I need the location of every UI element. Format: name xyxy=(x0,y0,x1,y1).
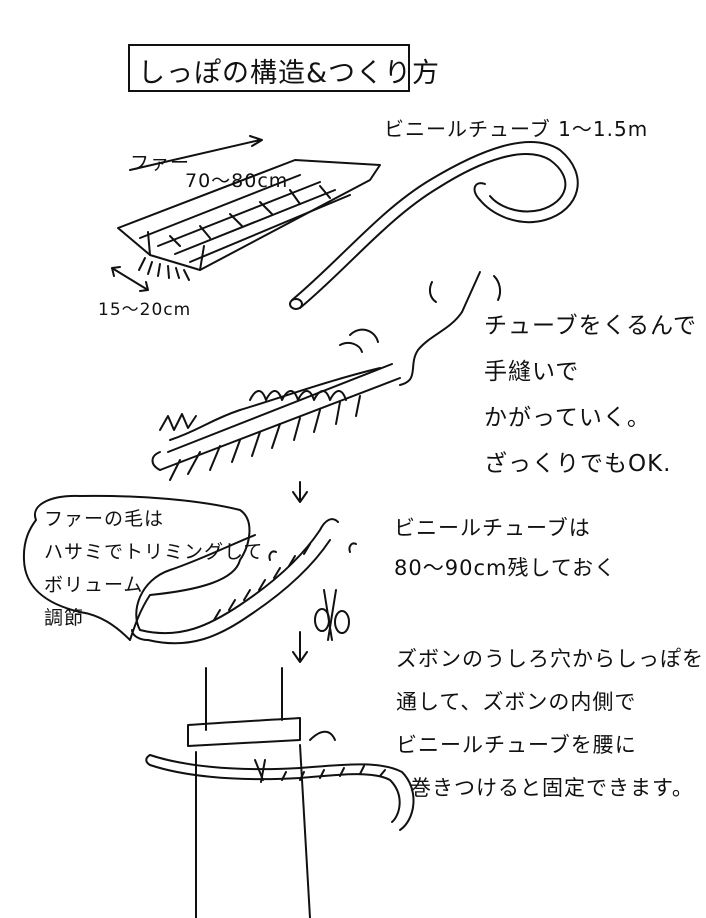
note2-line: ビニールチューブは xyxy=(394,516,591,540)
step1-line: 手縫いで xyxy=(484,359,580,385)
bubble-line: 調節 xyxy=(44,607,85,629)
speech-bubble-text: ファーの毛は ハサミでトリミングして ボリューム 調節 xyxy=(44,503,263,635)
tube-leftover-note: ビニールチューブは 80〜90cm残しておく xyxy=(394,508,616,588)
fur-label: ファー xyxy=(130,152,191,174)
tail-sewing-drawing xyxy=(151,328,401,481)
note2-line: 80〜90cm残しておく xyxy=(394,556,617,580)
step1-line: チューブをくるんで xyxy=(484,313,698,339)
fur-width-label: 15〜20cm xyxy=(98,300,192,320)
down-arrow-icon xyxy=(292,631,308,663)
title-frame xyxy=(128,44,410,92)
fur-length-label: 70〜80cm xyxy=(185,170,289,192)
step3-line: 巻きつけると固定できます。 xyxy=(410,776,694,800)
step3-line: 通して、ズボンの内側で xyxy=(396,690,637,714)
speech-bubble-outline xyxy=(22,494,251,641)
vinyl-tube-drawing xyxy=(289,141,579,310)
tube-label: ビニールチューブ 1〜1.5m xyxy=(384,117,649,141)
pants-with-tail-drawing xyxy=(145,667,415,918)
step3-line: ビニールチューブを腰に xyxy=(396,733,637,757)
step3-instructions: ズボンのうしろ穴からしっぽを 通して、ズボンの内側で ビニールチューブを腰に 巻… xyxy=(396,638,704,810)
bubble-line: ファーの毛は xyxy=(44,508,165,530)
step1-line: かがっていく。 xyxy=(484,405,651,431)
bubble-line: ハサミでトリミングして xyxy=(44,541,264,563)
fur-strip-drawing xyxy=(111,135,381,292)
page-title: しっぽの構造&つくり方 xyxy=(138,58,441,89)
step1-line: ざっくりでもOK. xyxy=(484,451,672,477)
scissors-icon xyxy=(314,589,350,641)
down-arrow-icon xyxy=(292,481,308,503)
step1-instructions: チューブをくるんで 手縫いで かがっていく。 ざっくりでもOK. xyxy=(484,303,697,487)
needle-drawing xyxy=(399,271,502,386)
bubble-line: ボリューム xyxy=(44,574,144,596)
step3-line: ズボンのうしろ穴からしっぽを xyxy=(396,647,704,671)
trimmed-tail-drawing xyxy=(131,518,357,645)
